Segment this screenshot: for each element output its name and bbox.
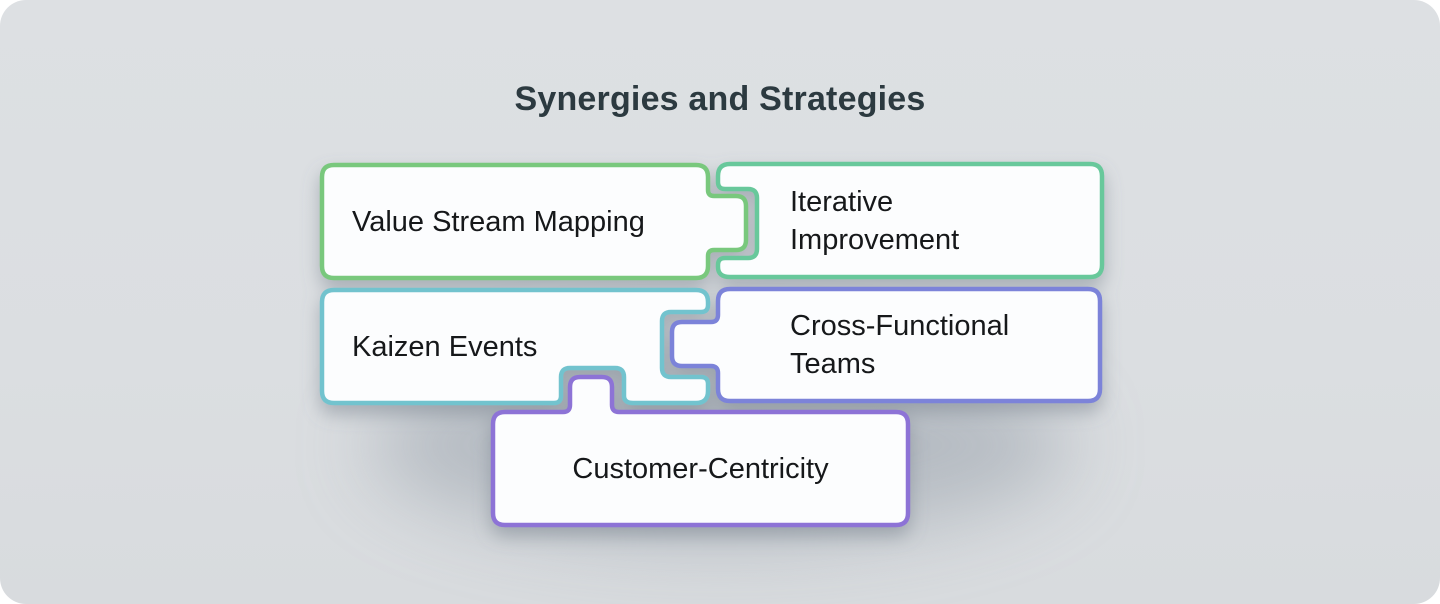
piece-label-cross-functional-teams: Cross-Functional Teams <box>790 310 1010 380</box>
puzzle-piece-value-stream-mapping <box>319 162 749 281</box>
piece-label-customer-centricity: Customer-Centricity <box>572 452 829 485</box>
puzzle-piece-cross-functional-teams <box>669 286 1103 404</box>
piece-label-kaizen-events: Kaizen Events <box>352 330 538 363</box>
diagram-title: Synergies and Strategies <box>514 80 926 118</box>
puzzle-piece-customer-centricity <box>490 374 911 528</box>
piece-label-value-stream-mapping: Value Stream Mapping <box>352 205 645 238</box>
puzzle-piece-kaizen-events <box>319 287 711 406</box>
piece-label-iterative-improvement: Iterative Improvement <box>790 186 960 256</box>
puzzle-piece-iterative-improvement <box>715 161 1105 280</box>
